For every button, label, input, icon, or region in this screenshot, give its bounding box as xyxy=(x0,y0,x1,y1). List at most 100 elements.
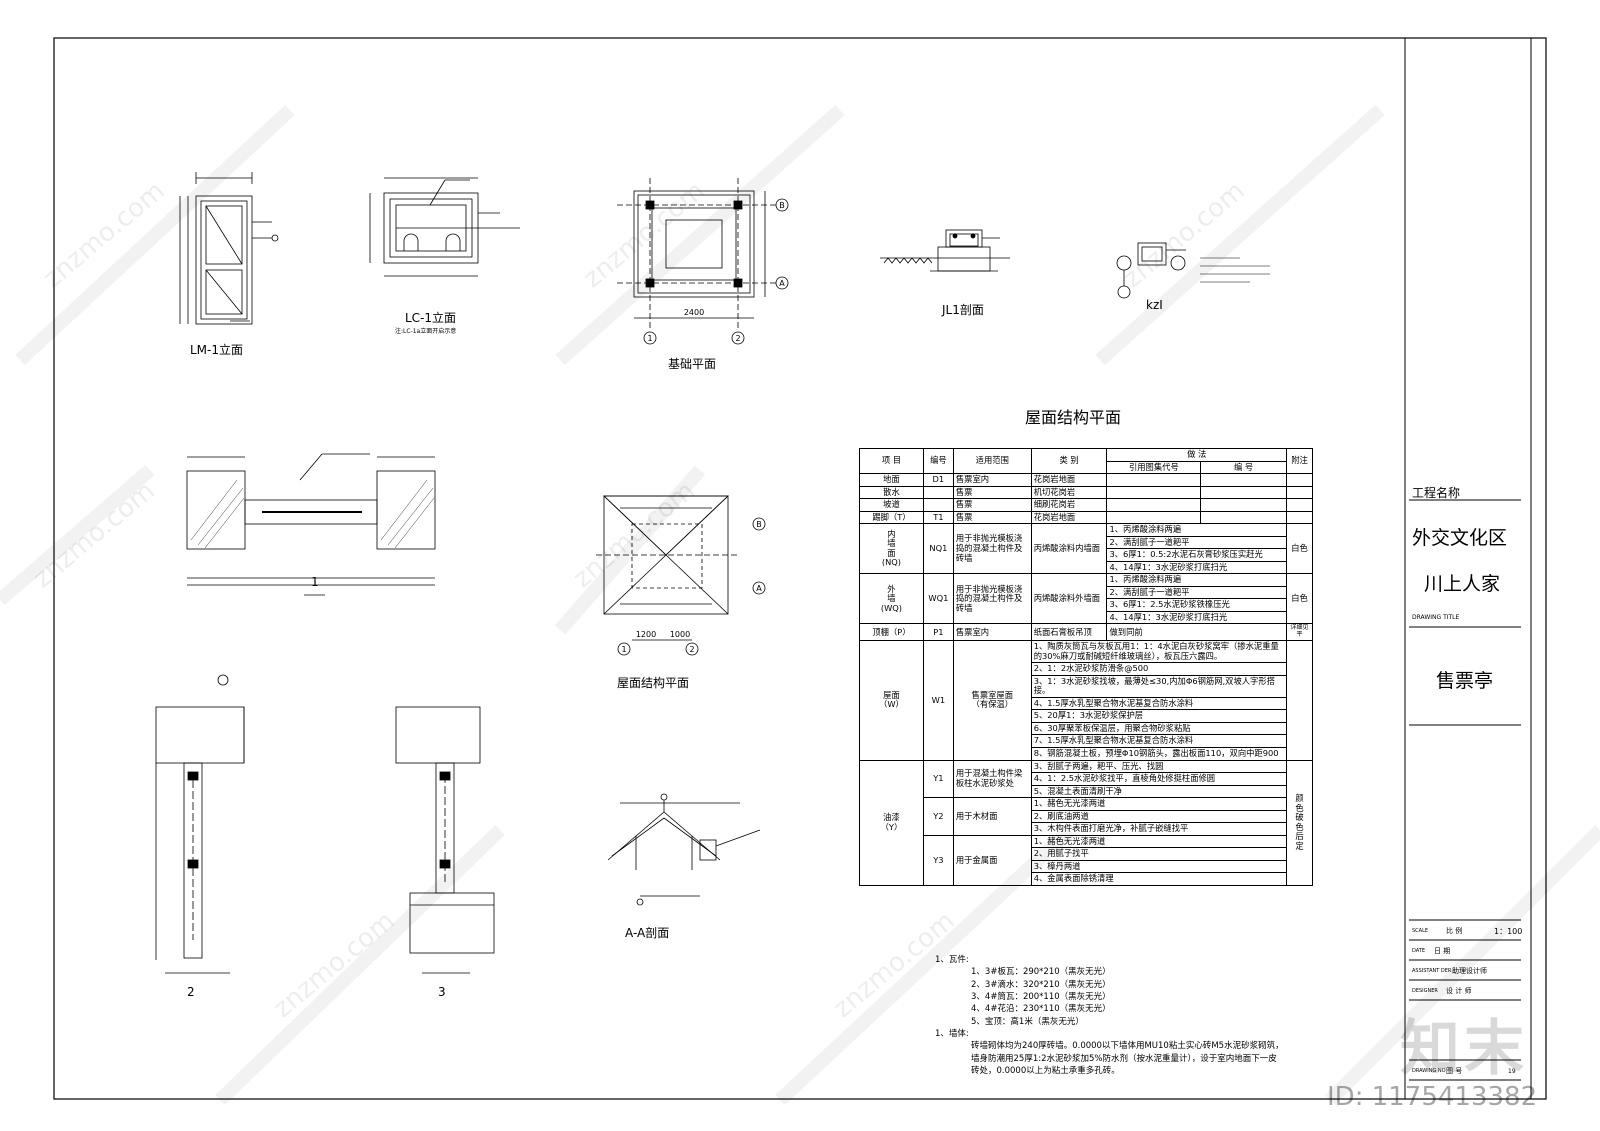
cell: 4、金属表面除锈清理 xyxy=(1030,872,1288,886)
axis-2-label: 2 xyxy=(735,334,740,343)
cell: 2、1：2水泥砂浆防滑条@500 xyxy=(1030,662,1288,676)
date-label: DATE xyxy=(1412,948,1426,954)
cell xyxy=(1106,510,1202,525)
cell: 1、赭色无光漆两道 xyxy=(1030,797,1288,811)
aa-section xyxy=(607,793,761,906)
cell: 用于非抛光模板浇捣的混凝土构件及砖墙 xyxy=(952,573,1032,625)
table-header-row-2: 引用图集代号 编 号 xyxy=(860,460,1313,475)
cell: 1、丙烯酸涂料两遍 xyxy=(1106,523,1287,537)
cell: 详细见平 xyxy=(1286,623,1313,642)
th-method: 做 法 xyxy=(1106,448,1287,462)
table-row: Y2 用于木材面 1、赭色无光漆两道 xyxy=(860,797,1313,836)
cell xyxy=(1286,510,1313,525)
notes-tiles-heading: 1、瓦件: xyxy=(935,955,969,965)
lm1-elevation xyxy=(179,172,279,325)
cell: 坡道 xyxy=(859,498,924,512)
cell: 7、1.5厚水乳型聚合物水泥基复合防水涂料 xyxy=(1030,734,1288,748)
roof-dim-1000: 1000 xyxy=(670,630,690,639)
table-row: 散水 售票 机切花岗岩 xyxy=(859,485,1313,500)
th-num: 编 号 xyxy=(1200,460,1287,475)
jl1-title: JL1剖面 xyxy=(942,303,984,317)
cell: T1 xyxy=(922,510,954,525)
cell xyxy=(1200,510,1287,525)
roof-axis-labels: B A 1 2 1200 1000 xyxy=(621,520,762,654)
brand-logo: 知末 xyxy=(1400,1014,1528,1084)
cell: 屋面 （W） xyxy=(859,640,924,761)
axis-a-label: A xyxy=(779,279,785,288)
cell: NQ1 xyxy=(922,523,954,575)
cell: 3、木构件表面打磨光净，补腻子嵌缝找平 xyxy=(1030,822,1288,836)
aa-title: A-A剖面 xyxy=(625,926,670,940)
th-item: 项 目 xyxy=(859,447,924,475)
table-row: 地面 D1 售票室内 花岗岩地面 xyxy=(859,473,1313,487)
note-line: 砖墙砌体均为240厚砖墙。0.0000以下墙体用MU10粘土实心砖M5水泥砂浆砌… xyxy=(971,1041,1284,1052)
cell: 3、6厚1：0.5:2水泥石灰膏砂浆压实赶光 xyxy=(1106,548,1287,562)
cell: 2、刷底油两道 xyxy=(1030,809,1288,824)
axis-1-label: 1 xyxy=(647,334,652,343)
cell: 做到同前 xyxy=(1106,623,1287,642)
lc1-note: 注:LC-1a立面开启示意 xyxy=(395,328,457,335)
scale-value: 1：100 xyxy=(1494,927,1523,936)
cell: 4、1：2.5水泥砂浆找平，直棱角处修挺柱面修圆 xyxy=(1030,772,1288,786)
cell: 5、20厚1：3水泥砂浆保护层 xyxy=(1030,709,1288,723)
section-3-detail xyxy=(395,706,495,974)
project-label: 工程名称 xyxy=(1412,486,1461,500)
kz1-title: kzI xyxy=(1146,298,1163,312)
drawing-no-value: 19 xyxy=(1508,1068,1516,1075)
roof-plan-title: 屋面结构平面 xyxy=(617,676,690,690)
cell: 2、用腻子找平 xyxy=(1030,847,1288,861)
project-name-line2: 川上人家 xyxy=(1424,573,1501,595)
cell: W1 xyxy=(922,640,954,761)
note-line: 墙身防潮用25厚1:2水泥砂浆加5%防水剂（按水泥重量计），设于室内地面下一皮 xyxy=(971,1053,1277,1064)
table-row: 内 墙 面 (NQ) NQ1 用于非抛光模板浇捣的混凝土构件及砖墙 丙烯酸涂料内… xyxy=(859,523,1313,575)
cell: 丙烯酸涂料外墙面 xyxy=(1030,573,1108,625)
cell: 踢脚（T） xyxy=(859,510,924,525)
th-note: 附注 xyxy=(1286,447,1313,475)
roof-dim-1200: 1200 xyxy=(636,630,656,639)
cell: 售票室内 xyxy=(952,473,1032,487)
table-row: 坡道 售票 细刷花岗岩 xyxy=(859,498,1313,512)
cell xyxy=(1200,473,1287,487)
roof-structure-plan xyxy=(596,495,766,656)
drawing-title: 售票亭 xyxy=(1436,670,1494,692)
cell xyxy=(1106,473,1202,487)
note-line: 砖处，0.0000以上为粘土承重多孔砖。 xyxy=(971,1065,1120,1076)
cell: 白色 xyxy=(1286,523,1313,575)
cell: Y1 xyxy=(922,759,954,799)
roof-axis-2: 2 xyxy=(689,645,694,654)
cell xyxy=(1200,498,1287,512)
cell: 8、钢筋混凝土板，预埋Φ10钢筋头，露出板面110，双向中距900 xyxy=(1030,747,1288,761)
general-notes: 1、瓦件: 1、3#板瓦：290*210（黑灰无光） 2、3#滴水：320*21… xyxy=(935,954,1335,1077)
note-line: 1、3#板瓦：290*210（黑灰无光） xyxy=(971,967,1111,978)
roof-axis-b: B xyxy=(756,520,762,529)
assistant-cn: 助理设计师 xyxy=(1452,967,1487,975)
drawing-title-label: DRAWING TITLE xyxy=(1412,614,1460,621)
section-1-detail xyxy=(186,453,436,596)
foundation-axis-labels: B A 1 2 2400 xyxy=(647,201,785,343)
drawing-no-cn: 图 号 xyxy=(1446,1067,1463,1075)
cell: 售票 xyxy=(952,498,1032,512)
cell: 地面 xyxy=(859,473,924,487)
cell xyxy=(1200,485,1287,500)
cell: 3、6厚1：2.5水泥砂浆铁橡压光 xyxy=(1106,598,1287,612)
cell: 5、混凝土表面清刷干净 xyxy=(1030,784,1288,799)
cell: 1、陶质灰筒瓦与灰板瓦用1：1：4水泥白灰砂浆窝牢（掺水泥重量的30%麻刀或耐碱… xyxy=(1030,640,1288,664)
cell: 花岗岩地面 xyxy=(1030,473,1108,487)
sheet-border xyxy=(53,37,1547,1100)
th-scope: 适用范围 xyxy=(952,447,1032,475)
cell: 丙烯酸涂料内墙面 xyxy=(1030,523,1108,575)
cell: 用于混凝土构件梁板柱水泥砂浆处 xyxy=(952,759,1032,799)
th-code: 编号 xyxy=(922,447,954,475)
th-type: 类 别 xyxy=(1030,447,1108,475)
title-block-frame xyxy=(1404,38,1532,1099)
cell: 3、樟丹两道 xyxy=(1030,859,1288,874)
designer-label: DESIGNER xyxy=(1412,988,1438,994)
cell: 机切花岗岩 xyxy=(1030,485,1108,500)
note-line: 5、宝顶：高1米（黑灰无光） xyxy=(971,1016,1084,1027)
assistant-label: ASSISTANT DER xyxy=(1412,968,1452,974)
cell: WQ1 xyxy=(922,573,954,625)
image-id-label: ID: 1175413382 xyxy=(1327,1082,1538,1112)
cell: D1 xyxy=(922,473,954,487)
dim-2400-label: 2400 xyxy=(684,308,704,317)
